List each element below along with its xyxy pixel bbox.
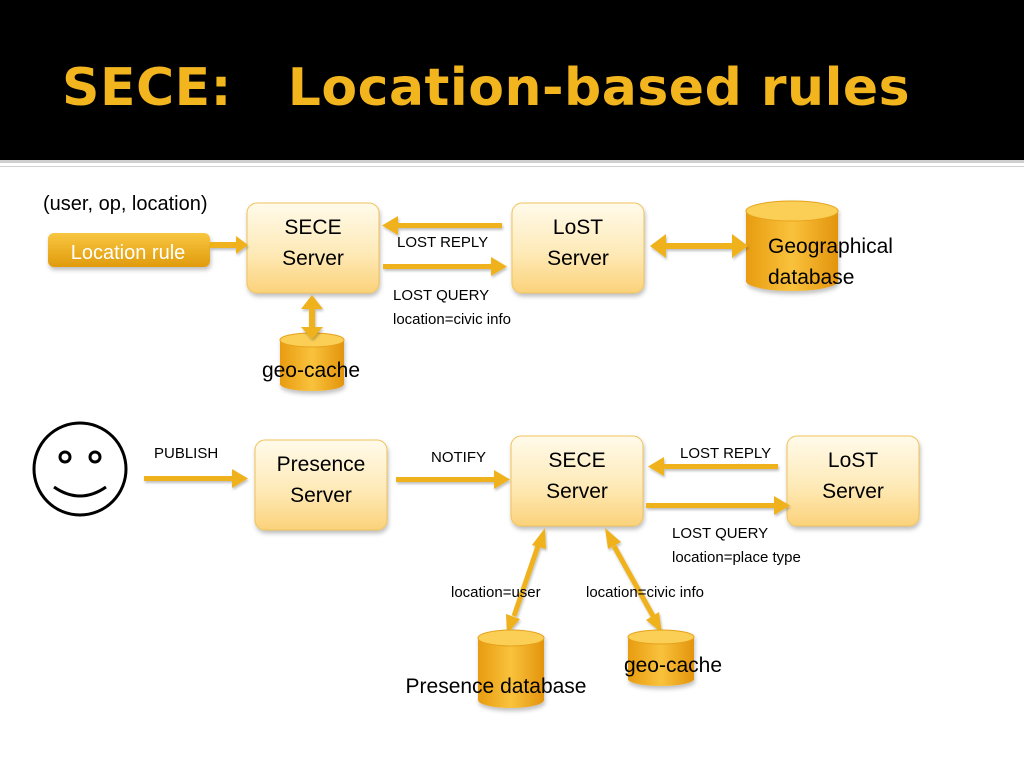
arrow-rule-to-sece	[210, 236, 248, 254]
arrow-lost-geo-db	[650, 234, 748, 258]
geo-cache-bottom-cylinder	[627, 629, 695, 686]
lost-server-top-line1: LoST	[553, 216, 603, 239]
geographical-database-line2: database	[768, 266, 854, 289]
header-divider-thin	[0, 166, 1024, 167]
arrow-sece-geo-cache	[301, 295, 323, 339]
sece-server-bottom-line1: SECE	[548, 449, 605, 472]
slide-header	[0, 0, 1024, 160]
sece-server-top: SECE Server	[246, 202, 380, 294]
sece-server-top-line1: SECE	[284, 216, 341, 239]
lost-query-top-label: LOST QUERY	[393, 287, 489, 304]
sece-server-bottom: SECE Server	[510, 435, 644, 527]
arrow-sece-geo-cache-bottom	[605, 528, 662, 633]
publish-label: PUBLISH	[154, 445, 218, 462]
lost-query-bottom-label: LOST QUERY	[672, 525, 768, 542]
lost-reply-bottom-label: LOST REPLY	[680, 445, 771, 462]
arrow-publish	[144, 469, 248, 488]
location-civic-label: location=civic info	[586, 584, 704, 601]
lost-server-bottom-line2: Server	[822, 480, 884, 503]
arrow-lost-query-bottom	[646, 496, 790, 515]
notify-label: NOTIFY	[431, 449, 486, 466]
lost-reply-top-label: LOST REPLY	[397, 234, 488, 251]
geo-cache-top-label: geo-cache	[262, 359, 360, 382]
header-divider	[0, 160, 1024, 163]
lost-query-top-param: location=civic info	[393, 311, 511, 328]
location-user-label: location=user	[451, 584, 541, 601]
lost-query-bottom-param: location=place type	[672, 549, 801, 566]
lost-server-top: LoST Server	[511, 202, 645, 294]
lost-server-bottom: LoST Server	[786, 435, 920, 527]
arrow-lost-reply-bottom	[648, 457, 778, 476]
rule-tuple-label: (user, op, location)	[43, 193, 208, 215]
presence-server-line2: Server	[290, 484, 352, 507]
geographical-database-cylinder	[745, 200, 839, 291]
slide-title: SECE: Location-based rules	[62, 58, 911, 118]
sece-server-top-line2: Server	[282, 247, 344, 270]
location-rule-label: Location rule	[71, 242, 186, 264]
arrow-lost-query-top	[383, 257, 507, 276]
lost-server-bottom-line1: LoST	[828, 449, 878, 472]
lost-server-top-line2: Server	[547, 247, 609, 270]
geo-cache-top-cylinder	[279, 332, 345, 391]
arrow-sece-presence-db	[506, 528, 546, 634]
presence-server: Presence Server	[254, 439, 388, 531]
user-smiley-icon	[32, 421, 128, 517]
sece-server-bottom-line2: Server	[546, 480, 608, 503]
arrow-notify	[396, 470, 510, 489]
arrow-lost-reply-top	[382, 216, 502, 235]
presence-server-line1: Presence	[277, 453, 366, 476]
geographical-database-line1: Geographical	[768, 235, 893, 258]
presence-database-label: Presence database	[406, 675, 587, 698]
location-rule-box: Location rule	[48, 233, 210, 267]
geo-cache-bottom-label: geo-cache	[624, 654, 722, 677]
presence-database-cylinder	[477, 629, 545, 708]
